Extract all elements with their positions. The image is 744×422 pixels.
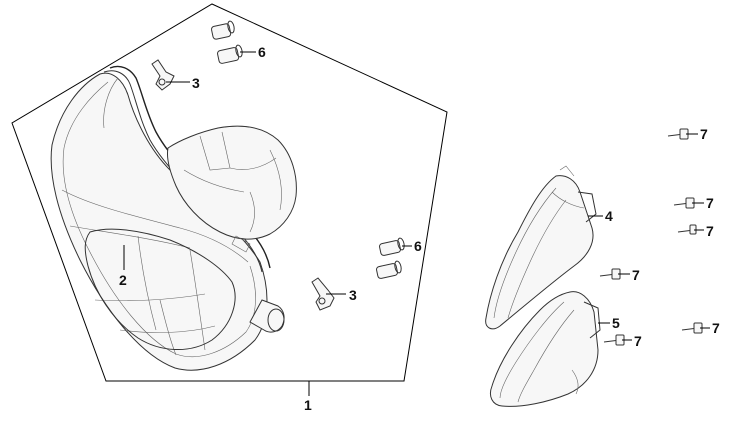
grommet-upper-a xyxy=(211,20,235,40)
assembly-outline xyxy=(11,3,448,382)
signal-lens-lower xyxy=(489,291,601,407)
headlight-lens xyxy=(50,72,268,371)
clip-lower xyxy=(311,277,335,311)
clip-upper xyxy=(151,59,175,91)
callout-6-lower: 6 xyxy=(414,238,422,254)
headlight-housing xyxy=(167,125,297,240)
callout-7-a: 7 xyxy=(700,126,708,142)
screw-b xyxy=(673,197,695,209)
callout-1: 1 xyxy=(304,397,312,413)
callout-4: 4 xyxy=(605,208,613,224)
callout-3-lower: 3 xyxy=(349,287,357,303)
callout-2: 2 xyxy=(119,272,127,288)
screw-f xyxy=(681,322,703,334)
grommet-lower-b xyxy=(376,260,402,279)
screw-a xyxy=(667,128,689,140)
screw-c xyxy=(677,224,697,235)
screw-e xyxy=(603,334,625,346)
signal-lens-upper xyxy=(485,165,597,330)
callout-6-upper: 6 xyxy=(258,44,266,60)
leader-lines xyxy=(123,51,710,396)
headlight-assembly xyxy=(50,65,297,371)
screw-d xyxy=(599,268,621,280)
callout-5: 5 xyxy=(612,315,620,331)
callout-7-d: 7 xyxy=(632,267,640,283)
callout-7-e: 7 xyxy=(634,333,642,349)
callout-7-b: 7 xyxy=(706,195,714,211)
callout-7-c: 7 xyxy=(706,223,714,239)
grommet-lower-a xyxy=(379,237,405,256)
grommet-upper-b xyxy=(217,44,243,64)
callout-7-f: 7 xyxy=(712,320,720,336)
callout-3-upper: 3 xyxy=(192,75,200,91)
